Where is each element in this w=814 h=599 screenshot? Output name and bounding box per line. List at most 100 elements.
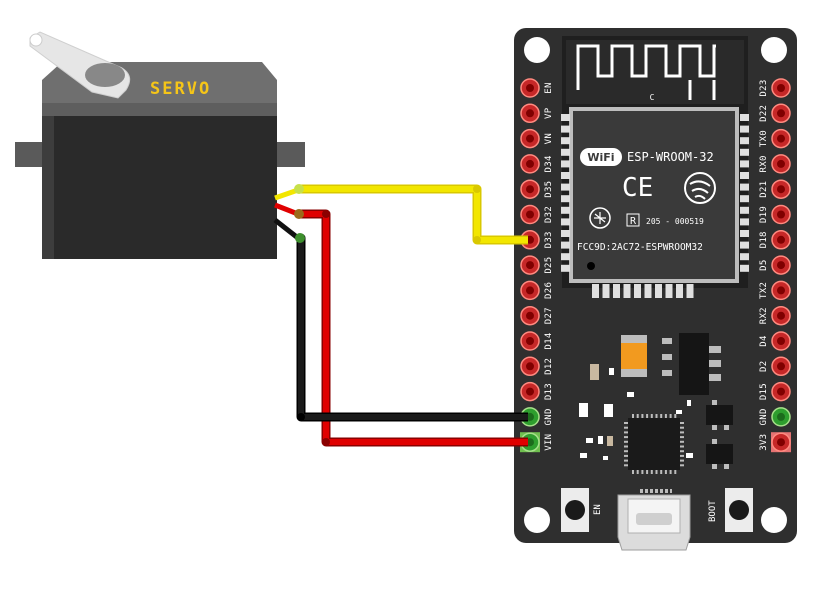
chip-leg <box>660 470 663 474</box>
module-pad <box>740 253 749 261</box>
pin-left-d14[interactable] <box>520 331 540 351</box>
pin-right-d19[interactable] <box>771 204 791 225</box>
pin-right-tx0[interactable] <box>771 128 791 149</box>
pin-left-d27[interactable] <box>520 305 540 326</box>
pin-right-d21[interactable] <box>771 179 791 199</box>
pin-right-rx2[interactable] <box>771 305 791 326</box>
pin-left-d25[interactable] <box>520 255 540 275</box>
module-pad <box>613 284 620 298</box>
wifi-logo-icon: WiFi <box>580 148 622 166</box>
pin-label: D2 <box>759 361 769 372</box>
pin-left-d26[interactable] <box>520 280 540 301</box>
servo-label: SERVO <box>150 79 211 99</box>
en-button[interactable] <box>561 488 589 532</box>
module-pad <box>740 230 749 237</box>
pin-label: D4 <box>759 335 769 346</box>
pin-right-d22[interactable] <box>771 103 791 124</box>
pin-right-d2[interactable] <box>771 356 791 377</box>
pin-right-d23[interactable] <box>771 78 791 98</box>
pin-right-d18[interactable] <box>771 230 791 250</box>
module-pad <box>740 125 749 133</box>
module-pad <box>561 125 570 133</box>
en-button-label: EN <box>593 504 603 515</box>
pin-right-d4[interactable] <box>771 331 791 351</box>
cert-code: 205 - 000519 <box>646 217 704 226</box>
pin-label: D5 <box>759 259 769 270</box>
module-pad <box>561 114 570 121</box>
module-pad <box>740 183 749 191</box>
chip-leg <box>680 431 684 434</box>
wires <box>294 184 528 447</box>
pin-left-d34[interactable] <box>520 154 540 174</box>
chip-leg <box>660 414 663 418</box>
pin-label: TX0 <box>759 130 769 147</box>
esp-wroom-module: C WiFi ESP-WROOM-32 CE R 205 - 000519 FC <box>561 36 749 298</box>
pin-label: VIN <box>544 434 554 451</box>
module-pad <box>655 284 662 298</box>
chip-leg <box>680 459 684 462</box>
module-pad <box>740 137 749 145</box>
pin-left-d12[interactable] <box>520 356 540 377</box>
chip-leg <box>680 454 684 457</box>
pin-right-gnd[interactable] <box>771 407 791 427</box>
esp32-board: C WiFi ESP-WROOM-32 CE R 205 - 000519 FC <box>514 28 797 551</box>
module-pad <box>644 284 652 298</box>
pin-label: RX2 <box>759 307 769 324</box>
module-pad <box>623 284 631 298</box>
module-pad <box>592 284 599 298</box>
pin-label: VN <box>544 133 554 144</box>
right-pin-header: D23D22TX0RX0D21D19D18D5TX2RX2D4D2D15GND3… <box>759 78 791 453</box>
module-pad <box>740 218 749 226</box>
pin-left-en[interactable] <box>520 78 540 98</box>
chip-leg <box>624 422 628 424</box>
pin-label: D19 <box>759 206 769 223</box>
servo-motor: SERVO <box>15 31 305 259</box>
module-pad <box>561 172 570 179</box>
servo-wire-terminals <box>273 187 300 240</box>
module-pad <box>665 284 673 298</box>
left-pin-header: ENVPVND34D35D32D33D25D26D27D14D12D13GNDV… <box>520 78 554 453</box>
pin-right-tx2[interactable] <box>771 280 791 301</box>
module-pad <box>561 137 570 145</box>
chip-leg <box>624 464 628 467</box>
pin-label: VP <box>544 107 554 119</box>
pin-label: D22 <box>759 105 769 122</box>
mount-hole <box>761 507 787 533</box>
chip-leg <box>624 450 628 453</box>
pin-left-d32[interactable] <box>520 204 540 225</box>
chip-leg <box>646 414 649 418</box>
module-pad <box>561 241 570 249</box>
transistors <box>706 400 733 469</box>
antenna-area <box>566 40 744 104</box>
pin-left-d13[interactable] <box>520 381 540 402</box>
boot-button[interactable] <box>725 488 753 532</box>
pin-label: D13 <box>544 383 554 400</box>
chip-leg <box>646 470 649 474</box>
pin-left-d35[interactable] <box>520 179 540 199</box>
pin-label: 3V3 <box>759 434 769 451</box>
mount-hole <box>524 507 550 533</box>
pin-right-rx0[interactable] <box>771 154 791 174</box>
chip-leg <box>624 445 628 448</box>
module-pad <box>561 230 570 237</box>
chip-leg <box>680 445 684 448</box>
pin-left-vn[interactable] <box>520 128 540 149</box>
module-pad <box>740 148 749 156</box>
pin-right-3v3[interactable] <box>771 432 791 453</box>
cert-logo-icon <box>589 207 611 229</box>
pin-label: EN <box>544 82 554 93</box>
chip-leg <box>641 470 644 474</box>
pin-right-d5[interactable] <box>771 255 791 275</box>
pin-right-d15[interactable] <box>771 381 791 402</box>
micro-usb-port[interactable] <box>617 489 691 551</box>
mount-hole <box>761 37 787 63</box>
module-pad <box>561 183 570 191</box>
chip-leg <box>636 414 639 418</box>
pin-label: D35 <box>544 181 554 198</box>
chip-leg <box>650 470 653 474</box>
module-pad <box>686 284 694 298</box>
voltage-regulator <box>662 333 721 395</box>
pin-label: D26 <box>544 282 554 299</box>
pin-left-vp[interactable] <box>520 103 540 124</box>
